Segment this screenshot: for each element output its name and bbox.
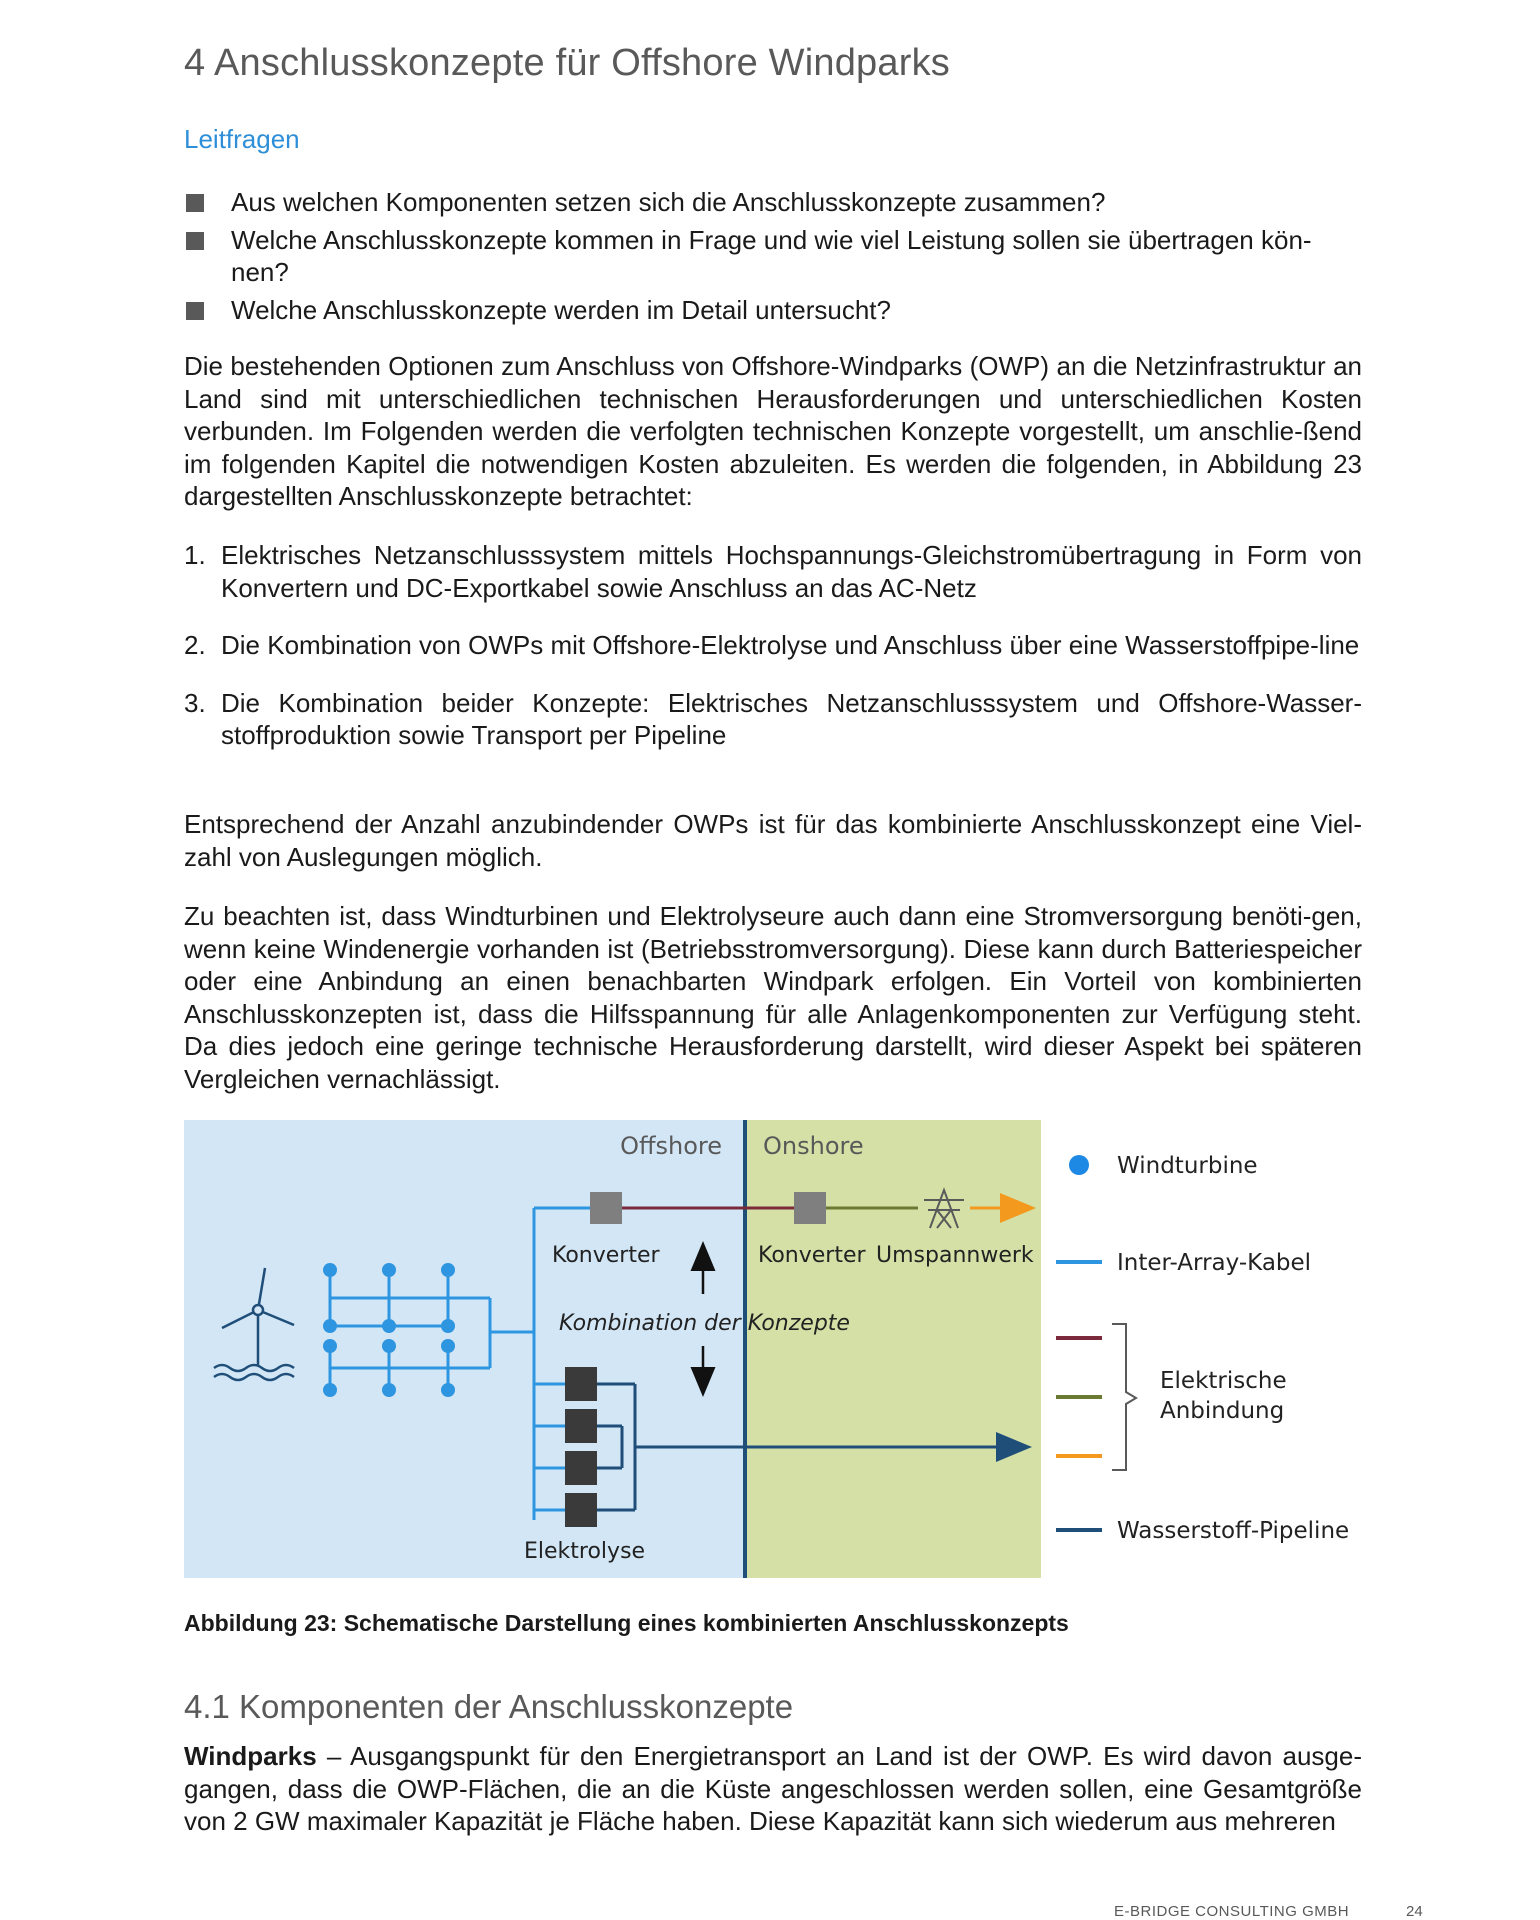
offshore-area	[184, 1120, 745, 1578]
list-item: Welche Anschlusskonzepte werden im Detai…	[184, 294, 1364, 326]
chapter-title: 4 Anschlusskonzepte für Offshore Windpar…	[184, 42, 950, 84]
converter-onshore-box	[794, 1192, 826, 1224]
offshore-label: Offshore	[620, 1132, 722, 1160]
legend: Windturbine Inter-Array-Kabel Elektrisch…	[1056, 1153, 1349, 1544]
list-item: 1.Elektrisches Netzanschlusssystem mitte…	[184, 540, 1362, 603]
list-item: Aus welchen Komponenten setzen sich die …	[184, 186, 1364, 218]
legend-brace	[1112, 1323, 1138, 1471]
connection-concept-diagram: Offshore Onshore	[184, 1120, 1349, 1578]
bullet-square-icon	[186, 302, 204, 320]
umspannwerk-label: Umspannwerk	[876, 1243, 1034, 1268]
legend-elektrische-anbindung-label: Elektrische Anbindung	[1160, 1368, 1287, 1424]
konverter-onshore-label: Konverter	[758, 1243, 866, 1268]
kombination-label: Kombination der Konzepte	[559, 1311, 850, 1336]
windparks-text: – Ausgangspunkt für den Energietransport…	[184, 1741, 1362, 1836]
elektrolyse-label: Elektrolyse	[524, 1539, 645, 1564]
konverter-offshore-label: Konverter	[552, 1243, 660, 1268]
windparks-term: Windparks	[184, 1741, 317, 1771]
list-item: Welche Anschlusskonzepte kommen in Frage…	[184, 224, 1364, 288]
figure-caption: Abbildung 23: Schematische Darstellung e…	[184, 1610, 1069, 1636]
onshore-label: Onshore	[763, 1132, 864, 1160]
list-item: 3.Die Kombination beider Konzepte: Elekt…	[184, 687, 1362, 751]
leitfragen-heading: Leitfragen	[184, 124, 300, 154]
section-title: 4.1 Komponenten der Anschlusskonzepte	[184, 1688, 794, 1725]
bullet-square-icon	[186, 194, 204, 212]
paragraph-vielzahl: Entsprechend der Anzahl anzubindender OW…	[184, 809, 1362, 872]
electrolyser-stack	[565, 1367, 597, 1527]
legend-inter-array-label: Inter-Array-Kabel	[1117, 1250, 1311, 1276]
concepts-list: 1.Elektrisches Netzanschlusssystem mitte…	[184, 539, 1362, 777]
windturbine-dots	[323, 1263, 455, 1397]
wind-turbine-icon	[213, 1267, 295, 1382]
leitfragen-list: Aus welchen Komponenten setzen sich die …	[184, 186, 1364, 332]
pylon-icon	[924, 1187, 964, 1229]
bullet-square-icon	[186, 232, 204, 250]
inter-array-network	[328, 1206, 590, 1520]
converter-offshore-box	[590, 1192, 622, 1224]
onshore-area	[745, 1120, 1041, 1578]
paragraph-stromversorgung: Zu beachten ist, dass Windturbinen und E…	[184, 901, 1362, 1094]
legend-windturbine-dot	[1069, 1155, 1089, 1175]
legend-hydrogen-label: Wasserstoff-Pipeline	[1117, 1518, 1349, 1544]
legend-windturbine-label: Windturbine	[1117, 1153, 1258, 1179]
paragraph-intro: Die bestehenden Optionen zum Anschluss v…	[184, 351, 1362, 511]
paragraph-windparks: Windparks – Ausgangspunkt für den Energi…	[184, 1740, 1362, 1838]
footer-company: E-BRIDGE CONSULTING GMBH	[1114, 1903, 1350, 1920]
list-item: 2.Die Kombination von OWPs mit Offshore-…	[184, 630, 1360, 660]
page-number: 24	[1406, 1903, 1423, 1920]
